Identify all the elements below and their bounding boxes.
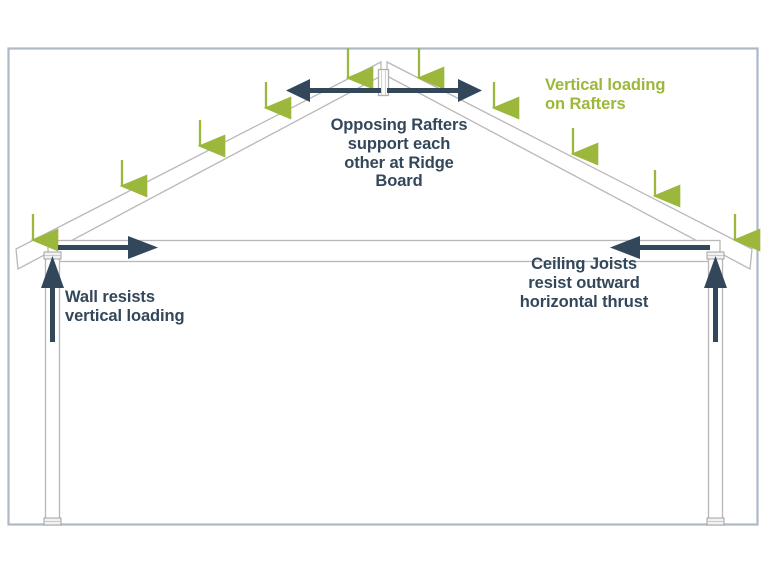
label-opposing-rafters: Opposing Rafters support each other at R…	[330, 116, 468, 191]
connection-plates	[43, 251, 725, 526]
label-ceiling-joists: Ceiling Joists resist outward horizontal…	[519, 255, 649, 311]
joist-tension-left-arrow	[58, 236, 158, 259]
force-arrows	[41, 79, 727, 342]
ridge-thrust-left-head	[286, 79, 310, 102]
ridge-thrust-right-arrow	[387, 79, 482, 102]
joist-tension-right-head	[610, 236, 640, 259]
vertical-load-arrows	[30, 48, 761, 252]
label-vertical-loading: Vertical loading on Rafters	[545, 76, 666, 113]
left-wall-reaction-shaft	[50, 282, 55, 342]
label-wall-resists: Wall resists vertical loading	[65, 288, 185, 325]
right-wall-reaction-shaft	[713, 282, 718, 342]
ridge-thrust-left-arrow	[286, 79, 381, 102]
frame-border	[7, 47, 759, 526]
ridge-board	[377, 68, 390, 97]
diagram-frame	[7, 47, 759, 526]
left-wall-reaction-arrow	[41, 256, 64, 342]
right-wall-reaction-arrow	[704, 256, 727, 342]
left-wall-reaction-head	[41, 256, 64, 288]
ridge-thrust-right-head	[458, 79, 482, 102]
joist-tension-right-shaft	[638, 245, 710, 250]
ridge-thrust-left-shaft	[305, 88, 381, 93]
ridge-thrust-right-shaft	[387, 88, 463, 93]
ridge-board-body	[377, 68, 390, 97]
joist-tension-left-shaft	[58, 245, 130, 250]
joist-tension-left-head	[128, 236, 158, 259]
joist-tension-right-arrow	[610, 236, 710, 259]
right-wall-reaction-head	[704, 256, 727, 288]
